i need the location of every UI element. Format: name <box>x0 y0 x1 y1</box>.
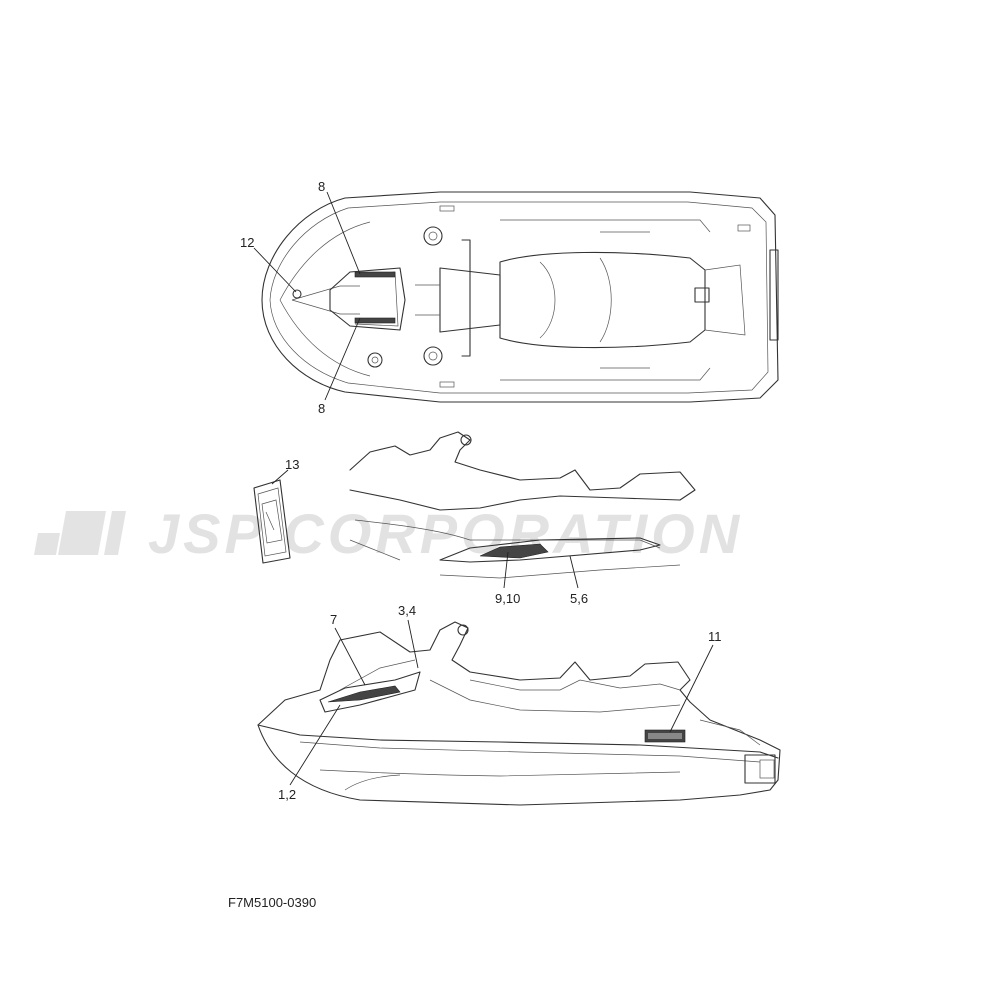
callout-11: 11 <box>708 629 722 644</box>
label-sheet-13 <box>253 469 291 564</box>
partial-side-view <box>349 431 696 589</box>
callout-13: 13 <box>285 457 300 472</box>
diagram-code: F7M5100-0390 <box>228 895 317 910</box>
callout-7: 7 <box>330 612 338 627</box>
callout-8-lower: 8 <box>318 401 326 416</box>
logo-mark-icon <box>34 511 126 555</box>
callout-3-4: 3,4 <box>398 603 417 618</box>
watermark-text: JSP CORPORATION <box>148 502 744 565</box>
callout-9-10: 9,10 <box>495 591 521 606</box>
callout-1-2: 1,2 <box>278 787 297 802</box>
side-view-watercraft <box>257 619 781 806</box>
callout-12: 12 <box>240 235 255 250</box>
watermark-logo: JSP CORPORATION <box>30 502 990 565</box>
callout-5-6: 5,6 <box>570 591 589 606</box>
callout-8-upper: 8 <box>318 179 326 194</box>
top-view-watercraft <box>253 191 779 403</box>
